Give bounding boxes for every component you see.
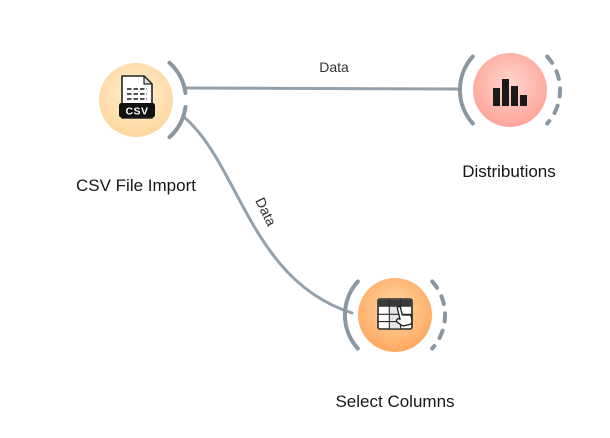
input-connector-arc-select-columns[interactable] [342,279,360,351]
node-csv-file-import[interactable]: CSV CSV File Import [76,63,196,195]
link-label-data-1: Data [319,59,349,75]
node-label-distributions: Distributions [462,162,556,181]
potential-output-arc-select-columns[interactable] [430,279,448,351]
hand-cursor-icon [395,305,413,327]
link-csv-to-select-columns[interactable] [182,115,354,315]
potential-output-arc-distributions[interactable] [545,54,563,126]
node-select-columns[interactable]: Select Columns [335,278,455,411]
link-csv-to-distributions[interactable] [184,86,461,91]
node-distributions[interactable]: Distributions [462,53,556,181]
output-connector-arc-csv-bottom[interactable] [167,105,188,140]
csv-file-icon: CSV [119,75,155,119]
csv-badge-label: CSV [125,106,148,118]
node-circle-distributions[interactable] [473,53,547,127]
table-select-icon [377,298,413,330]
node-label-csv-file-import: CSV File Import [76,176,196,195]
node-label-select-columns: Select Columns [335,392,454,411]
bar-chart-icon [493,79,527,106]
connectors-layer [167,54,563,351]
input-connector-arc-distributions[interactable] [457,54,475,126]
links-layer: Data Data [182,59,461,315]
link-label-data-2: Data [252,195,279,229]
output-connector-arc-csv-top[interactable] [167,60,188,95]
